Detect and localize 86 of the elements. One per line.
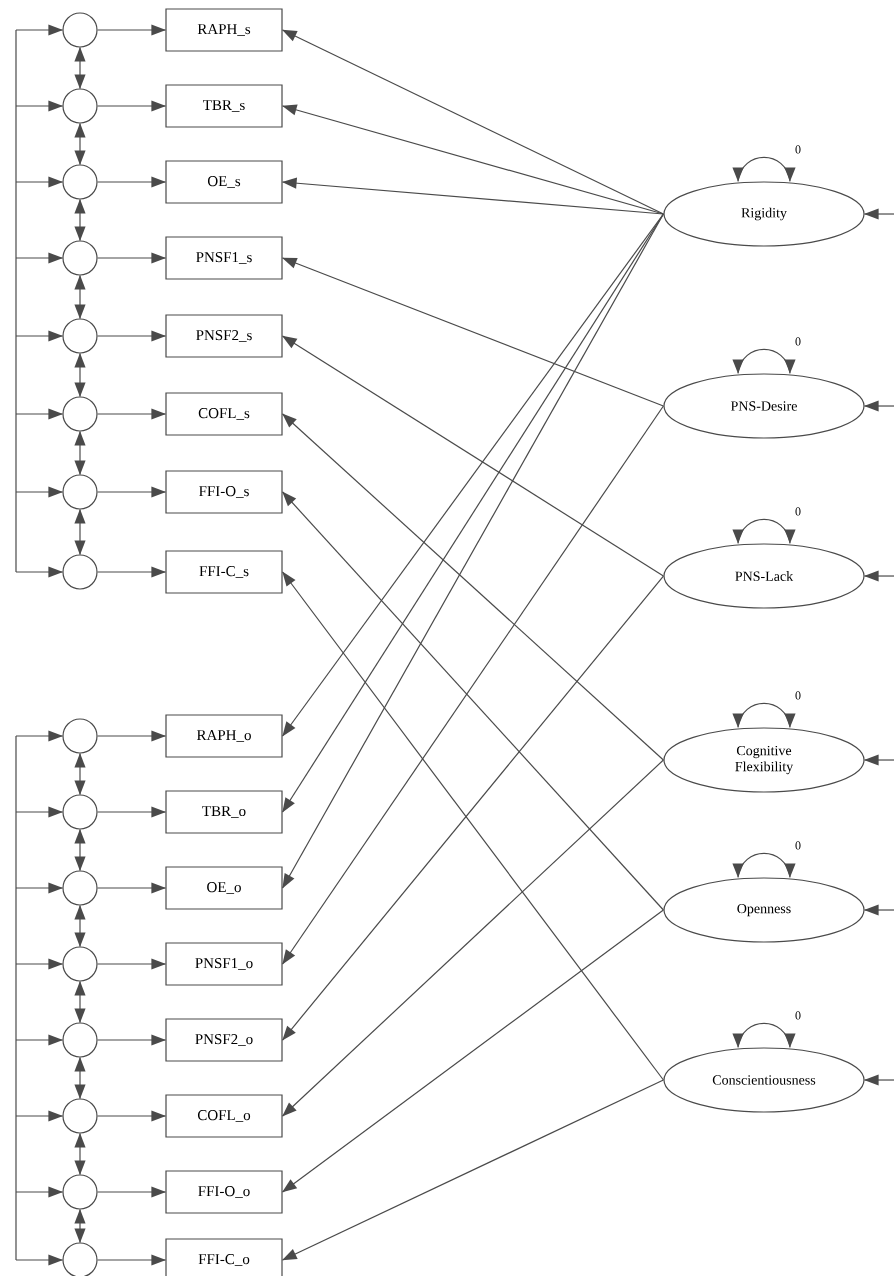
error-circle xyxy=(62,318,98,354)
arrow xyxy=(15,100,63,112)
arrow xyxy=(97,566,166,578)
arrow xyxy=(15,1254,63,1266)
arrow xyxy=(97,1034,166,1046)
error-circle xyxy=(62,1098,98,1134)
arrow xyxy=(15,1186,63,1198)
error-circle xyxy=(62,1022,98,1058)
arrow xyxy=(97,1254,166,1266)
arrow xyxy=(97,176,166,188)
error-circle xyxy=(62,164,98,200)
arrow xyxy=(15,176,63,188)
arrow xyxy=(97,958,166,970)
arrow xyxy=(864,400,895,412)
arrow xyxy=(97,408,166,420)
arrow xyxy=(97,1110,166,1122)
arrow xyxy=(74,431,86,475)
arrow xyxy=(282,177,664,215)
error-circle xyxy=(62,240,98,276)
variance-arrow xyxy=(732,518,796,544)
arrow xyxy=(282,29,664,215)
arrow xyxy=(97,486,166,498)
arrow xyxy=(282,413,664,761)
variance-arrow xyxy=(732,852,796,878)
arrow xyxy=(97,330,166,342)
error-circle xyxy=(62,12,98,48)
error-circle xyxy=(62,474,98,510)
arrow xyxy=(15,566,63,578)
arrow xyxy=(74,753,86,795)
arrow xyxy=(74,275,86,319)
arrow xyxy=(15,330,63,342)
arrow xyxy=(97,100,166,112)
arrow xyxy=(74,1209,86,1243)
arrow xyxy=(15,1034,63,1046)
variance-arrow xyxy=(732,702,796,728)
arrow xyxy=(74,1133,86,1175)
arrow xyxy=(74,353,86,397)
arrow xyxy=(864,754,895,766)
arrow xyxy=(15,958,63,970)
arrow xyxy=(15,730,63,742)
arrow xyxy=(864,208,895,220)
trunk-line xyxy=(15,29,17,573)
error-circle xyxy=(62,1174,98,1210)
arrow xyxy=(74,1057,86,1099)
variance-arrow xyxy=(732,348,796,374)
arrow xyxy=(97,1186,166,1198)
error-circle xyxy=(62,88,98,124)
arrow xyxy=(97,806,166,818)
arrow xyxy=(15,882,63,894)
variance-arrow xyxy=(732,1022,796,1048)
arrow xyxy=(864,904,895,916)
arrow xyxy=(15,24,63,36)
arrow xyxy=(282,257,664,407)
arrow xyxy=(15,806,63,818)
arrow xyxy=(74,47,86,89)
error-circle xyxy=(62,718,98,754)
arrow xyxy=(74,509,86,555)
arrow xyxy=(15,252,63,264)
arrow xyxy=(15,486,63,498)
arrow xyxy=(74,905,86,947)
error-circle xyxy=(62,946,98,982)
arrow xyxy=(74,123,86,165)
arrow xyxy=(15,408,63,420)
arrow xyxy=(864,1074,895,1086)
variance-arrow xyxy=(732,156,796,182)
arrow xyxy=(97,24,166,36)
arrow xyxy=(97,730,166,742)
arrow xyxy=(282,491,664,911)
error-circle xyxy=(62,396,98,432)
arrow xyxy=(74,829,86,871)
error-circle xyxy=(62,554,98,590)
arrow xyxy=(282,335,664,577)
arrow xyxy=(282,104,664,215)
arrow xyxy=(74,199,86,241)
arrow xyxy=(282,1079,664,1261)
arrow xyxy=(282,759,664,1117)
arrow xyxy=(864,570,895,582)
arrow xyxy=(97,882,166,894)
error-circle xyxy=(62,870,98,906)
arrow xyxy=(282,909,664,1193)
trunk-line xyxy=(15,735,17,1261)
arrow xyxy=(15,1110,63,1122)
arrow xyxy=(97,252,166,264)
error-circle xyxy=(62,794,98,830)
arrow xyxy=(282,405,664,965)
arrow xyxy=(74,981,86,1023)
